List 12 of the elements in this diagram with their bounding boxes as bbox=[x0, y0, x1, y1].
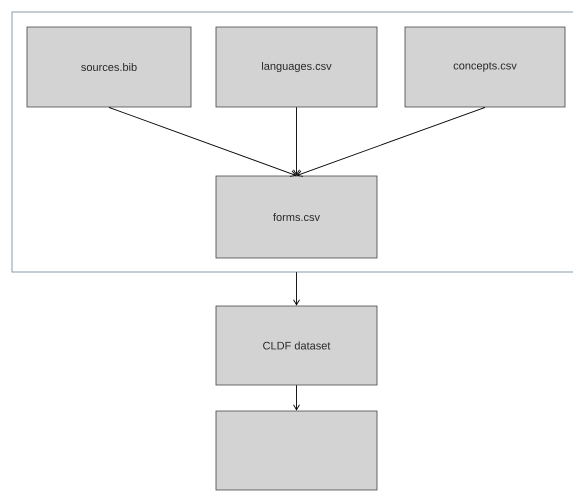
process-box: forms.csv bbox=[216, 176, 378, 258]
process-box: CLDF dataset bbox=[216, 306, 378, 386]
arrow bbox=[293, 106, 300, 176]
arrow bbox=[108, 106, 296, 177]
process-box bbox=[216, 410, 378, 490]
process-box: sources.bib bbox=[26, 26, 192, 108]
arrow bbox=[293, 384, 300, 411]
arrow bbox=[296, 106, 486, 177]
process-box: languages.csv bbox=[216, 26, 378, 108]
process-box: concepts.csv bbox=[404, 26, 566, 108]
group-frame bbox=[12, 12, 573, 272]
arrow bbox=[293, 272, 300, 306]
